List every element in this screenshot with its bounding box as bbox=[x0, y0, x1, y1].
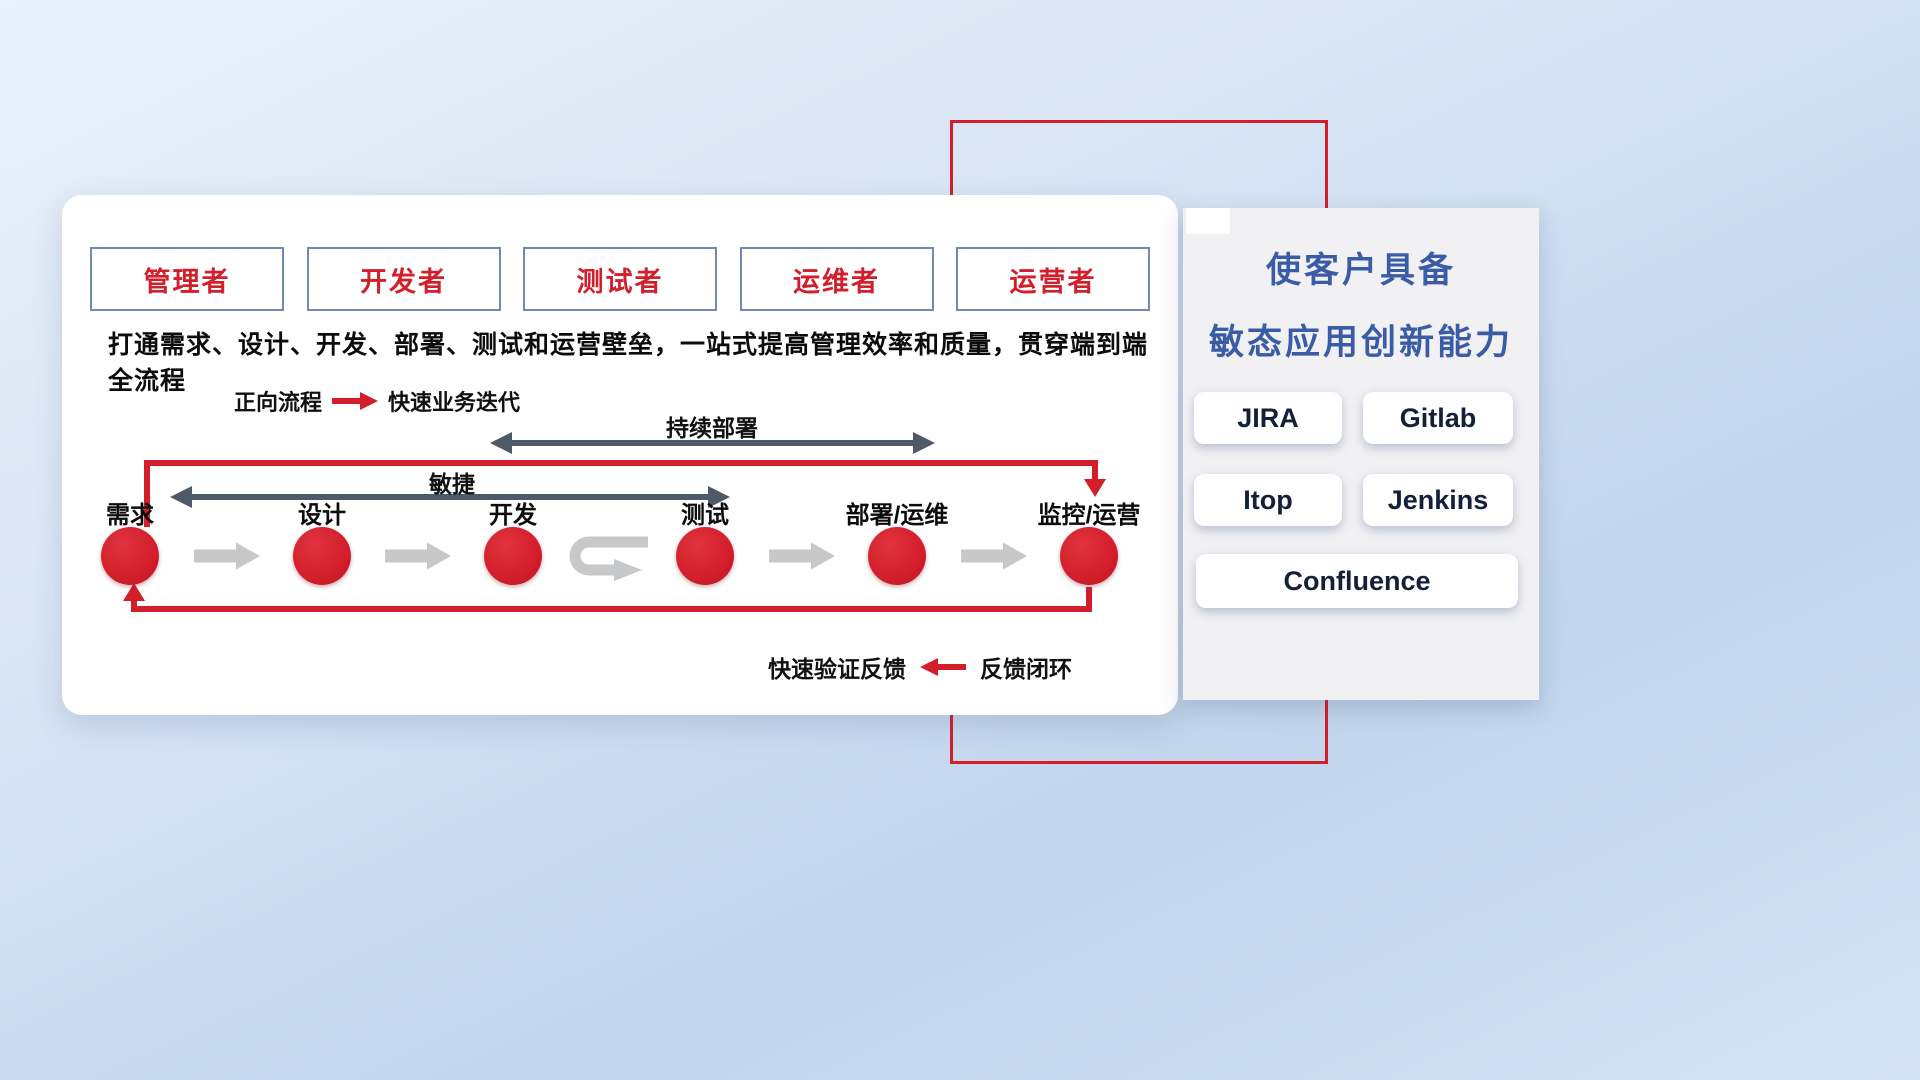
stage-label-develop: 开发 bbox=[489, 502, 537, 529]
role-box-ops: 运维者 bbox=[739, 247, 934, 311]
stage-node-monitor-operate bbox=[1060, 527, 1118, 585]
devops-flow-card: 管理者 开发者 测试者 运维者 运营者 打通需求、设计、开发、部署、测试和运营壁… bbox=[62, 195, 1178, 715]
tool-chip-gitlab: Gitlab bbox=[1363, 392, 1513, 444]
role-box-developer: 开发者 bbox=[306, 247, 501, 311]
iteration-loop-icon bbox=[569, 536, 648, 581]
stage-label-test: 测试 bbox=[681, 502, 729, 529]
stage-node-test bbox=[676, 527, 734, 585]
capability-panel: 使客户具备 敏态应用创新能力 JIRA Gitlab Itop Jenkins … bbox=[1183, 208, 1539, 700]
tool-chip-jira: JIRA bbox=[1194, 392, 1342, 444]
role-label: 运维者 bbox=[793, 266, 880, 297]
stage-label-demand: 需求 bbox=[106, 502, 154, 529]
flow-graphics bbox=[123, 432, 1106, 612]
stage-arrows bbox=[194, 542, 1027, 570]
process-description: 打通需求、设计、开发、部署、测试和运营壁垒，一站式提高管理效率和质量，贯穿端到端… bbox=[108, 331, 1149, 395]
continuous-deploy-label: 持续部署 bbox=[666, 415, 758, 441]
stage-node-design bbox=[293, 527, 351, 585]
stage-label-design: 设计 bbox=[298, 502, 346, 529]
forward-loop-line bbox=[144, 460, 1106, 527]
tool-chip-jenkins: Jenkins bbox=[1363, 474, 1513, 526]
role-label: 运营者 bbox=[1009, 266, 1097, 297]
role-box-tester: 测试者 bbox=[523, 247, 717, 311]
forward-flow-legend: 正向流程 快速业务迭代 bbox=[234, 385, 520, 417]
role-box-operator: 运营者 bbox=[956, 247, 1150, 311]
panel-title-line2: 敏态应用创新能力 bbox=[1208, 323, 1513, 362]
stage-node-deploy-ops bbox=[868, 527, 926, 585]
feedback-label: 快速验证反馈 bbox=[768, 656, 906, 682]
tool-chip-confluence: Confluence bbox=[1196, 554, 1518, 608]
stage-node-demand bbox=[101, 527, 159, 585]
panel-title-line1: 使客户具备 bbox=[1265, 251, 1456, 290]
feedback-value: 反馈闭环 bbox=[980, 656, 1072, 682]
feedback-arrow-icon bbox=[920, 658, 966, 676]
stage-label-deploy-ops: 部署/运维 bbox=[845, 502, 949, 529]
stage-node-develop bbox=[484, 527, 542, 585]
agile-arrow bbox=[170, 486, 730, 508]
roles-row: 管理者 开发者 测试者 运维者 运营者 bbox=[90, 247, 1150, 311]
forward-flow-value: 快速业务迭代 bbox=[388, 390, 521, 415]
feedback-loop-line bbox=[123, 583, 1092, 612]
stage-label-monitor-operate: 监控/运营 bbox=[1037, 502, 1141, 529]
agile-label: 敏捷 bbox=[429, 471, 475, 497]
feedback-legend: 快速验证反馈 反馈闭环 bbox=[768, 650, 1072, 684]
forward-arrow-icon bbox=[332, 392, 379, 410]
role-label: 开发者 bbox=[360, 266, 447, 297]
tool-chip-itop: Itop bbox=[1194, 474, 1342, 526]
panel-corner-accent bbox=[1186, 208, 1230, 234]
role-label: 测试者 bbox=[576, 266, 664, 297]
continuous-deploy-arrow bbox=[490, 432, 935, 454]
forward-flow-label: 正向流程 bbox=[234, 390, 323, 415]
role-label: 管理者 bbox=[143, 266, 231, 297]
role-box-manager: 管理者 bbox=[90, 247, 284, 311]
